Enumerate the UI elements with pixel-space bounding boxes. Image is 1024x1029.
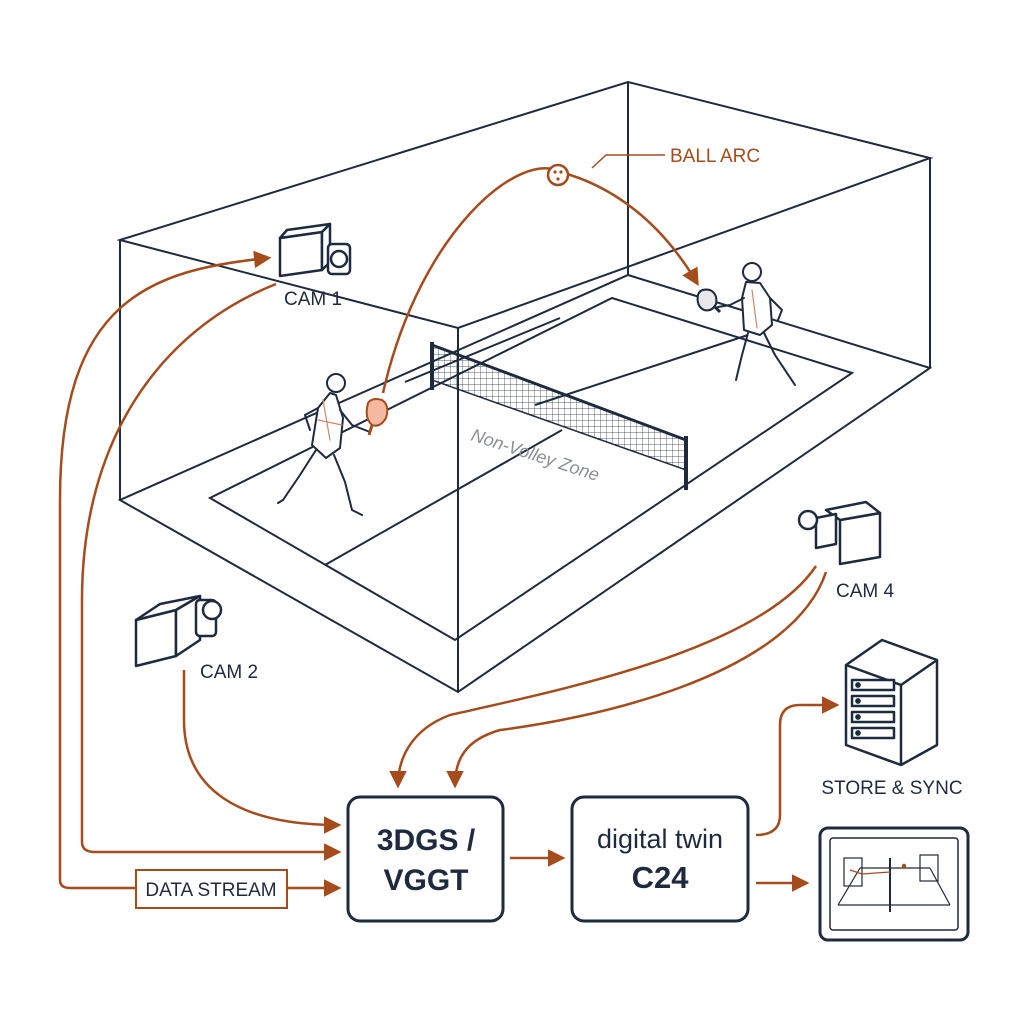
- cam4-label: CAM 4: [836, 581, 895, 602]
- recon-box: [346, 795, 505, 923]
- arrow-twin-to-store: [755, 696, 840, 837]
- data-stream-label: DATA STREAM: [145, 880, 276, 901]
- paddle-near: [365, 398, 389, 436]
- twin-line2: C24: [632, 860, 690, 895]
- player-figure-far: [717, 262, 796, 386]
- arrow-to-cam1: [58, 250, 272, 850]
- recon-line2: VGGT: [383, 864, 468, 897]
- cam1-label: CAM 1: [284, 289, 342, 310]
- twin-line1: digital twin: [597, 824, 723, 854]
- data-stream-box: [135, 869, 288, 909]
- net: [430, 342, 688, 490]
- recon-line1: 3DGS /: [377, 824, 476, 857]
- camera-icon-cam1: [278, 222, 352, 278]
- court: [207, 296, 855, 642]
- camera-icon-cam2: [134, 594, 223, 668]
- arrow-cam2-to-recon: [182, 670, 342, 834]
- ball-arc-label: BALL ARC: [670, 146, 760, 167]
- store-sync-label: STORE & SYNC: [821, 778, 962, 799]
- server-icon: [844, 638, 939, 767]
- arrow-cam1-to-recon: [80, 282, 342, 861]
- camera-icon-cam4: [797, 500, 882, 566]
- arrow-datastream-to-recon: [58, 850, 136, 890]
- data-flow-arrows: [58, 250, 840, 897]
- capture-volume: [116, 80, 934, 694]
- tablet-icon: [818, 826, 970, 942]
- cam2-label: CAM 2: [200, 662, 258, 683]
- arrow-cam4-to-recon-b: [446, 571, 828, 789]
- ball-arc-leader: [591, 154, 665, 169]
- twin-box: [570, 795, 750, 923]
- ball-icon: [546, 163, 570, 187]
- player-figure-near: [277, 373, 371, 516]
- paddle-far: [696, 288, 722, 314]
- arrow-cam4-to-recon-a: [389, 565, 818, 789]
